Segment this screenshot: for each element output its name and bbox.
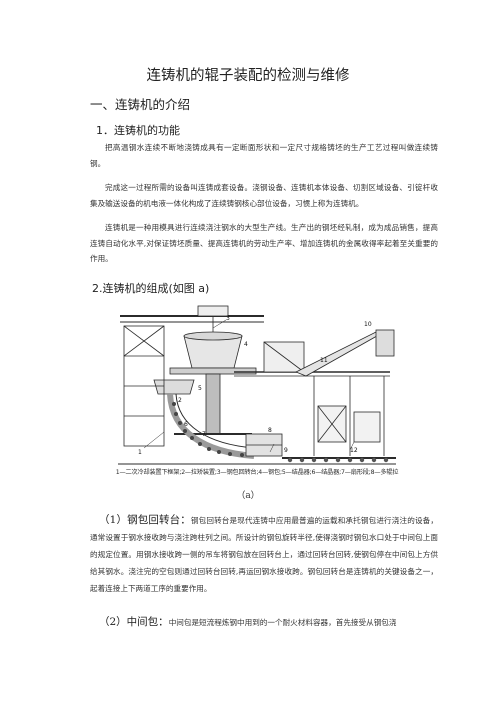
item-heading-ladle-turret: （1）钢包回转台： xyxy=(99,514,191,526)
section-heading-intro: 一、连铸机的介绍 xyxy=(90,97,191,112)
diagram-number: 6 xyxy=(184,421,188,428)
paragraph-ladle-turret: （1）钢包回转台：钢包回转台是现代连铸中应用最普遍的运载和承托钢包进行浇注的设备… xyxy=(90,512,438,597)
diagram-number: 4 xyxy=(244,341,248,348)
item-text-tundish: 中间包是短流程炼钢中用到的一个耐火材料容器，首先接受从钢包浇 xyxy=(168,618,397,627)
subheading-function: 1．连铸机的功能 xyxy=(96,124,180,137)
diagram-number: 8 xyxy=(268,427,272,434)
item-text-ladle-turret: 钢包回转台是现代连铸中应用最普遍的运载和承托钢包进行浇注的设备，通常设置于钢水接… xyxy=(90,516,439,593)
figure-label: （a） xyxy=(236,491,260,501)
paragraph-definition: 把高温钢水连续不断地浇铸成具有一定断面形状和一定尺寸规格铸坯的生产工艺过程叫做连… xyxy=(90,143,438,168)
diagram-number: 5 xyxy=(198,385,202,392)
caster-diagram: 1 2 3 4 5 6 7 8 9 10 11 12 xyxy=(114,302,400,478)
figure-caption: 1—二次冷却装置下框架;2—拉矫装置;3—钢包回转台;4—钢包;5—结晶器;6—… xyxy=(114,467,400,479)
subheading-composition: 2.连铸机的组成(如图 a) xyxy=(92,282,210,295)
diagram-number: 11 xyxy=(320,357,328,364)
diagram-number: 9 xyxy=(284,447,288,454)
item-heading-tundish: （2）中间包： xyxy=(99,616,169,628)
diagram-number: 2 xyxy=(178,397,182,404)
diagram-number: 3 xyxy=(226,315,230,322)
paragraph-equipment: 完成这一过程所需的设备叫连铸成套设备。浇钢设备、连铸机本体设备、切割区域设备、引… xyxy=(90,183,438,208)
diagram-number: 10 xyxy=(364,321,372,328)
document-title: 连铸机的辊子装配的检测与维修 xyxy=(146,68,350,84)
diagram-number: 7 xyxy=(202,431,206,438)
diagram-number: 1 xyxy=(138,449,142,456)
paragraph-caster: 连铸机是一种用模具进行连续浇注钢水的大型生产线。生产出的钢坯经轧制，成为成品销售… xyxy=(90,223,438,264)
paragraph-tundish: （2）中间包：中间包是短流程炼钢中用到的一个耐火材料容器，首先接受从钢包浇 xyxy=(90,614,438,631)
diagram-number: 12 xyxy=(350,447,358,454)
